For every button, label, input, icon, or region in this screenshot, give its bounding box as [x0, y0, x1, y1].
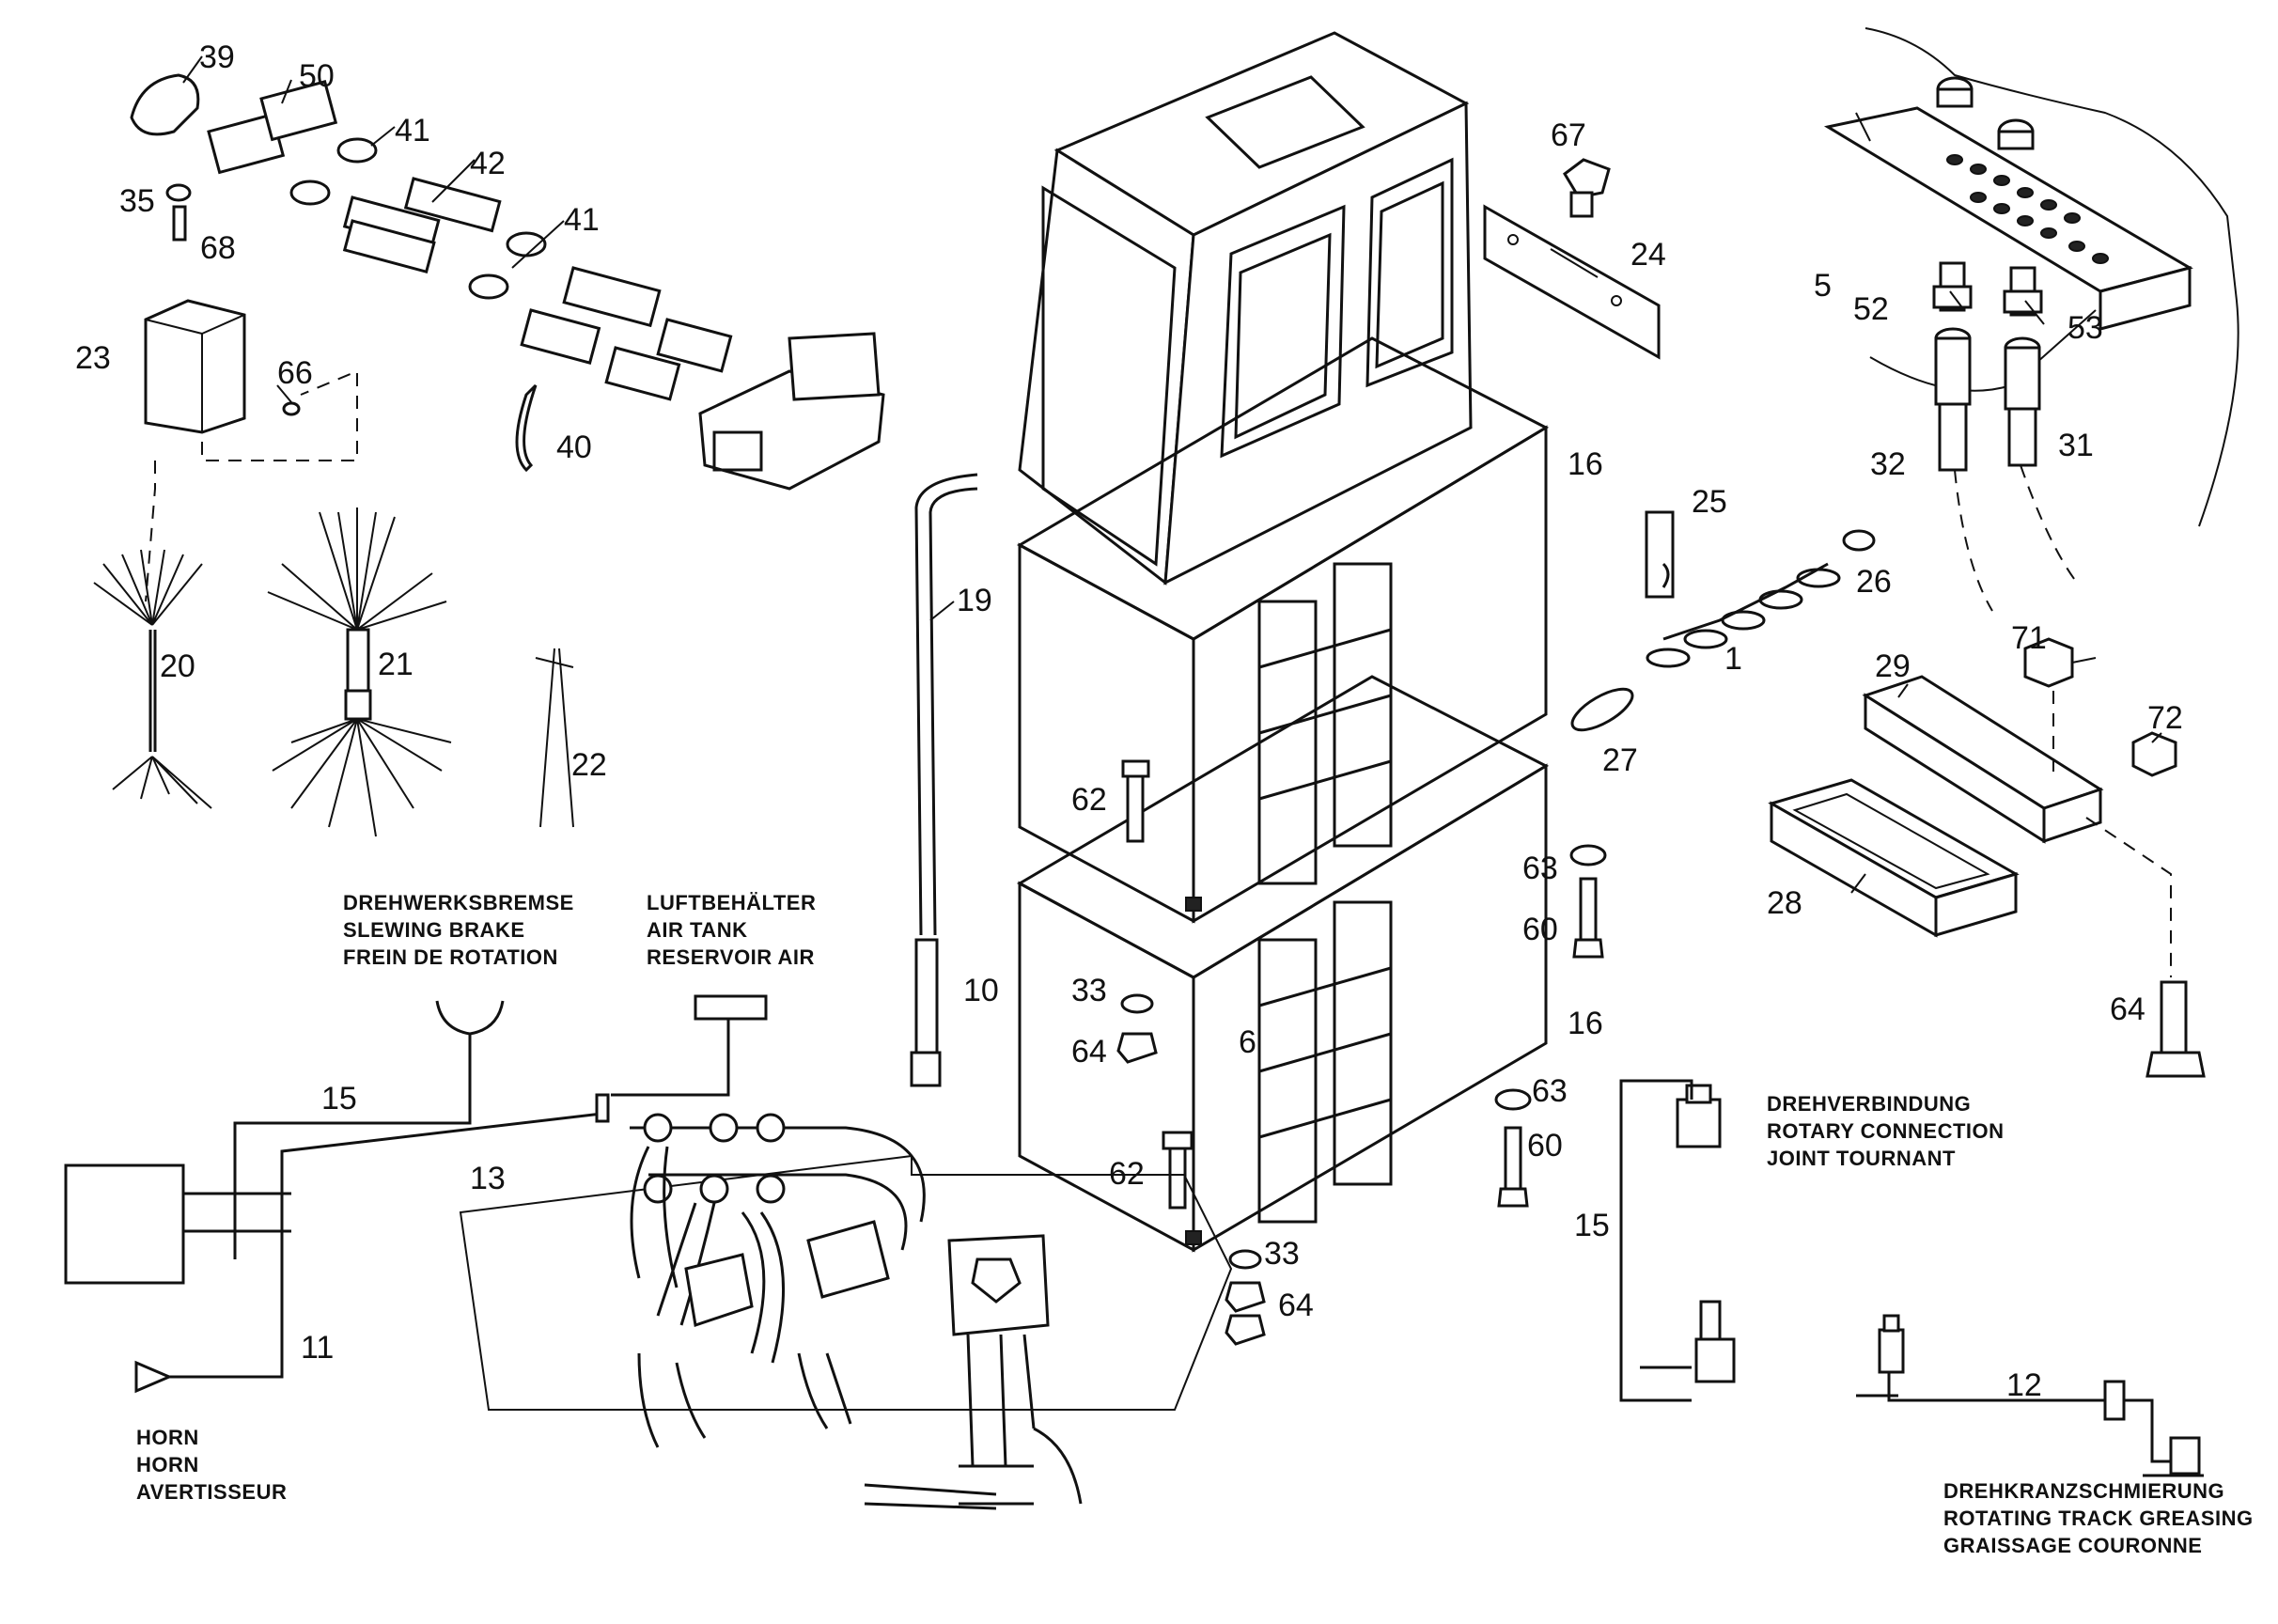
- callout-24: 24: [1630, 237, 1666, 273]
- callout-64: 64: [1278, 1288, 1314, 1323]
- caption-air-tank: LUFTBEHÄLTER AIR TANK RESERVOIR AIR: [647, 891, 816, 969]
- callout-35: 35: [119, 183, 155, 219]
- callout-16: 16: [1568, 446, 1603, 482]
- svg-text:DREHWERKSBREMSE: DREHWERKSBREMSE: [343, 891, 574, 914]
- svg-text:AIR TANK: AIR TANK: [647, 918, 747, 942]
- callout-52: 52: [1853, 291, 1889, 327]
- callout-21: 21: [378, 647, 413, 682]
- chain-links: [1646, 568, 1841, 668]
- svg-text:SLEWING BRAKE: SLEWING BRAKE: [343, 918, 525, 942]
- leader-lines: [182, 55, 2162, 894]
- callout-13: 13: [470, 1161, 506, 1196]
- callout-72: 72: [2147, 700, 2183, 736]
- caption-horn: HORN HORN AVERTISSEUR: [136, 1426, 287, 1504]
- svg-text:LUFTBEHÄLTER: LUFTBEHÄLTER: [647, 891, 816, 914]
- bracket-and-block: [1768, 637, 2206, 1078]
- svg-text:JOINT TOURNANT: JOINT TOURNANT: [1767, 1147, 1956, 1170]
- callout-33: 33: [1264, 1236, 1300, 1272]
- caption-track-greasing: DREHKRANZSCHMIERUNG ROTATING TRACK GREAS…: [1943, 1479, 2254, 1557]
- svg-text:HORN: HORN: [136, 1453, 199, 1476]
- mounting-plate-and-hoses: [1823, 27, 2239, 612]
- horn-and-brake-circuit: [64, 994, 768, 1394]
- callout-63: 63: [1532, 1073, 1568, 1109]
- pipe-19-and-rod-10: [910, 473, 978, 1087]
- callout-41: 41: [395, 113, 430, 148]
- callout-40: 40: [556, 429, 592, 465]
- svg-text:ROTARY CONNECTION: ROTARY CONNECTION: [1767, 1119, 2005, 1143]
- svg-text:RESERVOIR AIR: RESERVOIR AIR: [647, 945, 815, 969]
- callout-60: 60: [1522, 912, 1558, 947]
- callout-32: 32: [1870, 446, 1906, 482]
- callout-28: 28: [1767, 885, 1802, 921]
- svg-text:FREIN DE ROTATION: FREIN DE ROTATION: [343, 945, 558, 969]
- chain-and-plate: [1483, 158, 1876, 732]
- callout-20: 20: [160, 648, 195, 684]
- callout-62: 62: [1071, 782, 1107, 818]
- lower-counterweight-block: [1016, 675, 1550, 1253]
- callout-60: 60: [1527, 1128, 1563, 1163]
- callout-50: 50: [299, 58, 335, 94]
- callout-39: 39: [199, 39, 235, 75]
- callout-23: 23: [75, 340, 111, 376]
- caption-rotary-connection: DREHVERBINDUNG ROTARY CONNECTION JOINT T…: [1767, 1092, 2005, 1170]
- callout-25: 25: [1692, 484, 1727, 520]
- callout-31: 31: [2058, 428, 2094, 463]
- rotary-connection-circuit: [1619, 1079, 1736, 1402]
- svg-text:GRAISSAGE COURONNE: GRAISSAGE COURONNE: [1943, 1534, 2202, 1557]
- callout-10: 10: [963, 973, 999, 1008]
- callout-27: 27: [1602, 742, 1638, 778]
- callout-42: 42: [470, 146, 506, 181]
- callout-11: 11: [301, 1330, 334, 1366]
- callout-64: 64: [2110, 992, 2145, 1027]
- svg-text:AVERTISSEUR: AVERTISSEUR: [136, 1480, 287, 1504]
- callout-62: 62: [1109, 1156, 1145, 1192]
- svg-text:DREHKRANZSCHMIERUNG: DREHKRANZSCHMIERUNG: [1943, 1479, 2224, 1503]
- wiring-harnesses: [93, 508, 574, 837]
- callout-67: 67: [1551, 117, 1586, 153]
- callout-16: 16: [1568, 1006, 1603, 1041]
- operator-cab: [1018, 31, 1473, 586]
- callout-labels: 39 50 41 42 41 35 68 23 66 40 20 21 22 1…: [75, 39, 2183, 1403]
- callout-53: 53: [2067, 310, 2103, 346]
- callout-29: 29: [1875, 648, 1911, 684]
- callout-5: 5: [1814, 268, 1832, 304]
- electrical-box-23: [144, 299, 358, 602]
- svg-text:DREHVERBINDUNG: DREHVERBINDUNG: [1767, 1092, 1971, 1116]
- callout-33: 33: [1071, 973, 1107, 1008]
- callout-12: 12: [2006, 1367, 2042, 1403]
- clamps-and-hoses: [130, 73, 885, 491]
- callout-41: 41: [564, 202, 600, 238]
- upper-counterweight-block: [1016, 336, 1550, 924]
- callout-63: 63: [1522, 851, 1558, 886]
- callout-15: 15: [321, 1081, 357, 1116]
- callout-15: 15: [1574, 1208, 1610, 1243]
- plate-holes: [1946, 154, 2109, 264]
- callout-71: 71: [2011, 620, 2047, 656]
- callout-66: 66: [277, 355, 313, 391]
- svg-text:ROTATING TRACK GREASING: ROTATING TRACK GREASING: [1943, 1507, 2254, 1530]
- callout-19: 19: [957, 583, 992, 618]
- hydraulic-manifold: [459, 1113, 1233, 1510]
- svg-text:HORN: HORN: [136, 1426, 199, 1449]
- caption-slewing-brake: DREHWERKSBREMSE SLEWING BRAKE FREIN DE R…: [343, 891, 574, 969]
- callout-26: 26: [1856, 564, 1892, 600]
- callout-68: 68: [200, 230, 236, 266]
- callout-1: 1: [1724, 641, 1742, 677]
- track-greasing-circuit: [1856, 1314, 2204, 1477]
- callout-22: 22: [571, 747, 607, 783]
- callout-6: 6: [1239, 1024, 1256, 1060]
- callout-64: 64: [1071, 1034, 1107, 1070]
